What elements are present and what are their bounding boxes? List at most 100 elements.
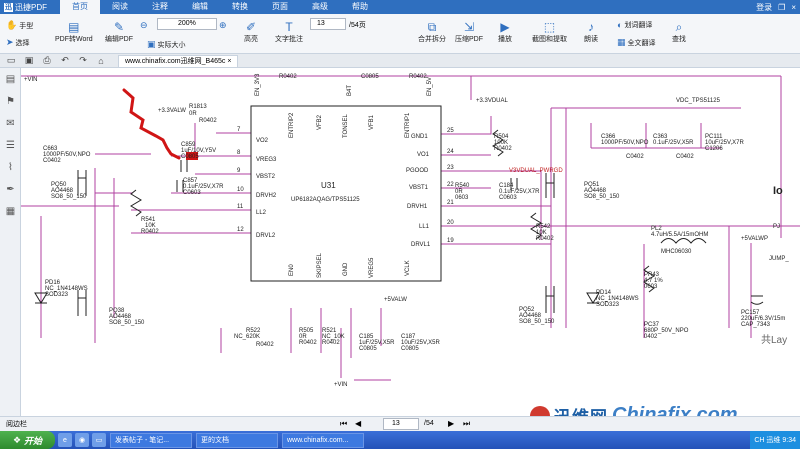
svg-text:EN0: EN0 — [289, 264, 295, 276]
undo-icon[interactable]: ↶ — [61, 55, 69, 65]
browser-icon[interactable]: ◉ — [75, 433, 89, 447]
sidebar-toggle[interactable]: 阅边栏 — [6, 421, 27, 428]
compress-button[interactable]: ⇲压缩PDF — [455, 20, 483, 43]
app-logo-icon: 迅 — [4, 2, 13, 12]
comment-icon[interactable]: ✉ — [6, 117, 15, 129]
pdf-to-word-button[interactable]: ▤PDF转Word — [55, 20, 93, 43]
svg-text:共Lay: 共Lay — [761, 334, 787, 346]
signature-icon[interactable]: ✒ — [6, 183, 15, 195]
tab-home[interactable]: 首页 — [60, 0, 100, 14]
svg-text:10K: 10K — [145, 223, 156, 229]
hand-tool[interactable]: ✋手型 — [6, 20, 34, 30]
svg-text:C859: C859 — [181, 142, 196, 148]
svg-text:AO4468: AO4468 — [584, 188, 607, 194]
first-page-icon[interactable]: ⏮ — [340, 419, 348, 428]
login-button[interactable]: 登录 — [756, 2, 773, 12]
svg-text:C0402: C0402 — [676, 154, 694, 160]
print-icon[interactable]: ⎙ — [43, 55, 51, 65]
zoom-out-button[interactable]: ⊖ — [140, 20, 148, 31]
actual-size-icon: ▣ — [147, 39, 156, 49]
svg-text:C184: C184 — [499, 183, 514, 189]
page-number-input[interactable]: 13 — [310, 18, 346, 30]
svg-text:1000PF/50V,NPO: 1000PF/50V,NPO — [43, 152, 91, 158]
pages-icon[interactable]: ▦ — [5, 205, 16, 217]
actual-size-button[interactable]: ▣实际大小 — [147, 39, 186, 49]
find-button[interactable]: ⌕查找 — [672, 19, 686, 44]
full-translate-button[interactable]: ▦全文翻译 — [617, 37, 656, 47]
title-bar: 迅 迅捷PDF 首页 阅读 注释 编辑 转换 页面 高级 帮助 登录 ❐ × — [0, 0, 800, 14]
play-button[interactable]: ▶播放 — [498, 20, 512, 43]
zoom-select[interactable]: 200% — [157, 18, 217, 30]
system-tray[interactable]: CH 迅维 9:34 — [750, 431, 800, 449]
svg-text:R521: R521 — [322, 328, 337, 334]
merge-split-button[interactable]: ⧉合并拆分 — [418, 19, 446, 44]
svg-text:1000PF/50V,NPO: 1000PF/50V,NPO — [601, 140, 649, 146]
save-icon[interactable]: ▣ — [24, 55, 34, 65]
task-chinafix[interactable]: www.chinafix.com... — [282, 432, 364, 448]
svg-text:PR43: PR43 — [644, 272, 660, 278]
task-post[interactable]: 发表帖子 - 笔记... — [110, 432, 192, 448]
word-translate-button[interactable]: ◐划词翻译 — [617, 20, 653, 30]
svg-text:C366: C366 — [601, 134, 616, 140]
attachment-icon[interactable]: ⌇ — [8, 161, 13, 173]
status-page-input[interactable]: 13 — [383, 418, 419, 430]
svg-text:+5VALW: +5VALW — [384, 297, 407, 303]
svg-text:R0402: R0402 — [494, 146, 512, 152]
select-tool[interactable]: ➤选择 — [6, 37, 30, 47]
tab-help[interactable]: 帮助 — [352, 2, 368, 11]
tab-edit[interactable]: 编辑 — [192, 2, 208, 11]
svg-text:SO8_50_150: SO8_50_150 — [584, 194, 620, 200]
folder-icon[interactable]: ▭ — [92, 433, 106, 447]
svg-text:VCLK: VCLK — [405, 260, 411, 276]
bookmark-icon[interactable]: ⚑ — [6, 95, 15, 107]
highlight-button[interactable]: ✐高亮 — [244, 20, 258, 43]
home-icon[interactable]: ⌂ — [98, 55, 104, 66]
svg-text:DRVH1: DRVH1 — [407, 204, 428, 210]
read-aloud-button[interactable]: ♪朗读 — [584, 20, 598, 43]
menu-tabs: 首页 阅读 注释 编辑 转换 页面 高级 帮助 — [60, 0, 756, 14]
restore-button[interactable]: ❐ — [778, 2, 786, 12]
text-icon: T — [285, 20, 293, 34]
edit-pdf-button[interactable]: ✎编辑PDF — [105, 20, 133, 43]
zoom-in-button[interactable]: ⊕ — [219, 20, 227, 31]
start-button[interactable]: ❖开始 — [0, 431, 55, 449]
svg-text:1uF/25V,X5R: 1uF/25V,X5R — [359, 340, 395, 346]
compress-icon: ⇲ — [463, 20, 475, 34]
document-canvas[interactable]: U31 UP6182AQAG/TPS51125 VO2 VREG3 VBST2 … — [21, 68, 800, 416]
svg-text:PC37: PC37 — [644, 322, 660, 328]
svg-text:VFB1: VFB1 — [369, 114, 375, 130]
document-tab-bar: ▭ ▣ ⎙ ↶ ↷ ⌂ www.chinafix.com迅维网_B465c × — [0, 54, 800, 68]
close-button[interactable]: × — [791, 2, 796, 12]
thumbnails-icon[interactable]: ▤ — [5, 73, 16, 85]
task-docs[interactable]: 更的文档 — [196, 432, 278, 448]
open-file-icon[interactable]: ▭ — [6, 55, 16, 65]
last-page-icon[interactable]: ⏭ — [463, 419, 471, 428]
svg-text:Io: Io — [773, 185, 783, 197]
next-page-icon[interactable]: ▶ — [448, 419, 455, 428]
tab-annotate[interactable]: 注释 — [152, 2, 168, 11]
redo-icon[interactable]: ↷ — [79, 55, 87, 65]
layers-icon[interactable]: ☰ — [6, 139, 15, 151]
tab-page[interactable]: 页面 — [272, 2, 288, 11]
svg-text:GND1: GND1 — [411, 134, 428, 140]
tab-advanced[interactable]: 高级 — [312, 2, 328, 11]
svg-text:PL2: PL2 — [651, 226, 662, 232]
tab-close-icon[interactable]: × — [227, 57, 232, 65]
prev-page-icon[interactable]: ◀ — [355, 419, 362, 428]
tab-convert[interactable]: 转换 — [232, 2, 248, 11]
tab-read[interactable]: 阅读 — [112, 2, 128, 11]
svg-text:AO4468: AO4468 — [109, 314, 132, 320]
document-tab[interactable]: www.chinafix.com迅维网_B465c × — [118, 54, 239, 67]
svg-text:0.1uF/25V,X7R: 0.1uF/25V,X7R — [183, 184, 224, 190]
svg-text:C187: C187 — [401, 334, 416, 340]
svg-text:SO8_50_150: SO8_50_150 — [519, 319, 555, 325]
svg-text:R0402: R0402 — [536, 236, 554, 242]
svg-text:R542: R542 — [536, 224, 551, 230]
svg-text:LL2: LL2 — [256, 210, 267, 216]
ie-icon[interactable]: e — [58, 433, 72, 447]
svg-text:C0603: C0603 — [499, 195, 517, 201]
svg-text:CAP_7343: CAP_7343 — [741, 322, 771, 328]
svg-text:R0402: R0402 — [141, 229, 159, 235]
screenshot-button[interactable]: ⬚截图和提取 — [532, 20, 567, 43]
